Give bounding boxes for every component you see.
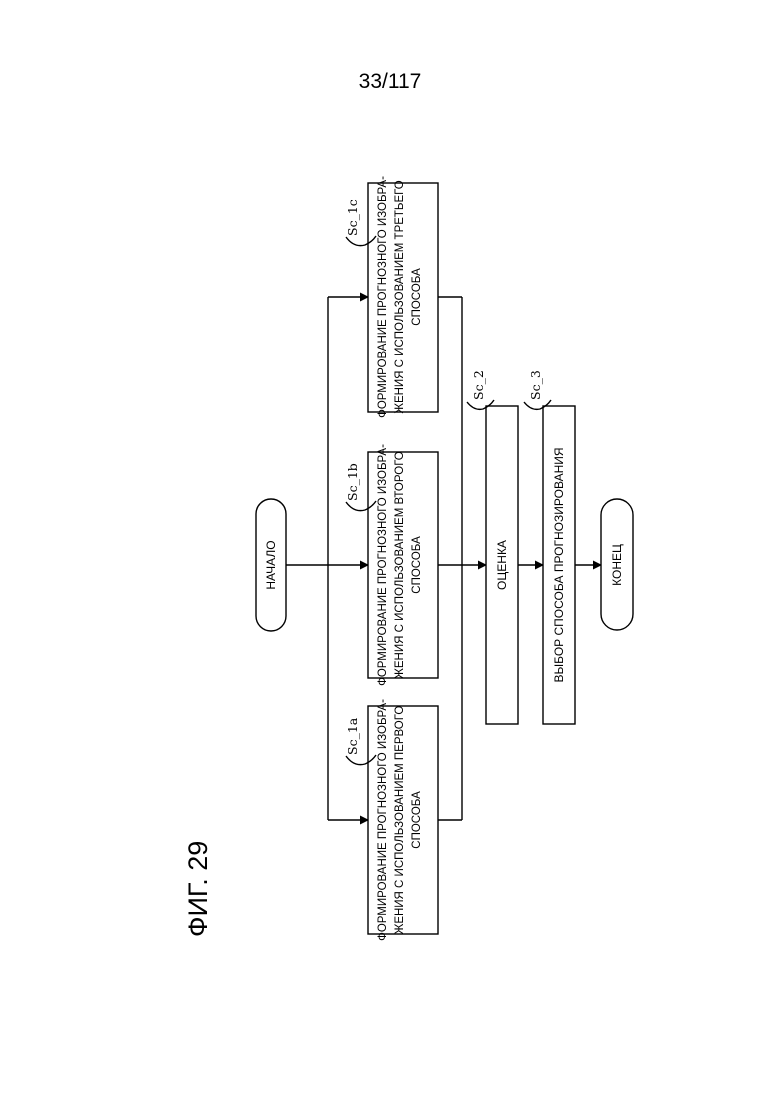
sc2-id: Sc_2 xyxy=(471,370,486,400)
sc1b-line-1: ФОРМИРОВАНИЕ ПРОГНОЗНОГО ИЗОБРА- xyxy=(377,444,389,686)
sc1a-line-1: ФОРМИРОВАНИЕ ПРОГНОЗНОГО ИЗОБРА- xyxy=(377,699,389,941)
sc1c-id: Sc_1c xyxy=(345,199,360,236)
sc1c-line-2: ЖЕНИЯ С ИСПОЛЬЗОВАНИЕМ ТРЕТЬЕГО xyxy=(394,180,406,413)
sc1a-id: Sc_1a xyxy=(345,717,360,755)
step-sc2: ОЦЕНКА Sc_2 xyxy=(467,370,518,724)
sc1b-line-3: СПОСОБА xyxy=(411,536,423,594)
sc1a-line-3: СПОСОБА xyxy=(411,791,423,849)
sc1c-line-1: ФОРМИРОВАНИЕ ПРОГНОЗНОГО ИЗОБРА- xyxy=(377,176,389,418)
start-terminator: НАЧАЛО xyxy=(256,499,286,631)
sc3-id: Sc_3 xyxy=(528,370,543,400)
end-label: КОНЕЦ xyxy=(610,544,624,586)
sc1b-id: Sc_1b xyxy=(345,463,360,501)
step-sc3: ВЫБОР СПОСОБА ПРОГНОЗИРОВАНИЯ Sc_3 xyxy=(524,370,575,724)
sc1b-line-2: ЖЕНИЯ С ИСПОЛЬЗОВАНИЕМ ВТОРОГО xyxy=(394,451,406,679)
figure-label: ФИГ. 29 xyxy=(183,841,213,937)
end-terminator: КОНЕЦ xyxy=(601,499,633,630)
sc2-label: ОЦЕНКА xyxy=(495,540,509,590)
sc1c-line-3: СПОСОБА xyxy=(411,268,423,326)
sc3-label: ВЫБОР СПОСОБА ПРОГНОЗИРОВАНИЯ xyxy=(552,447,566,682)
sc1a-line-2: ЖЕНИЯ С ИСПОЛЬЗОВАНИЕМ ПЕРВОГО xyxy=(394,706,406,935)
start-label: НАЧАЛО xyxy=(264,540,278,589)
